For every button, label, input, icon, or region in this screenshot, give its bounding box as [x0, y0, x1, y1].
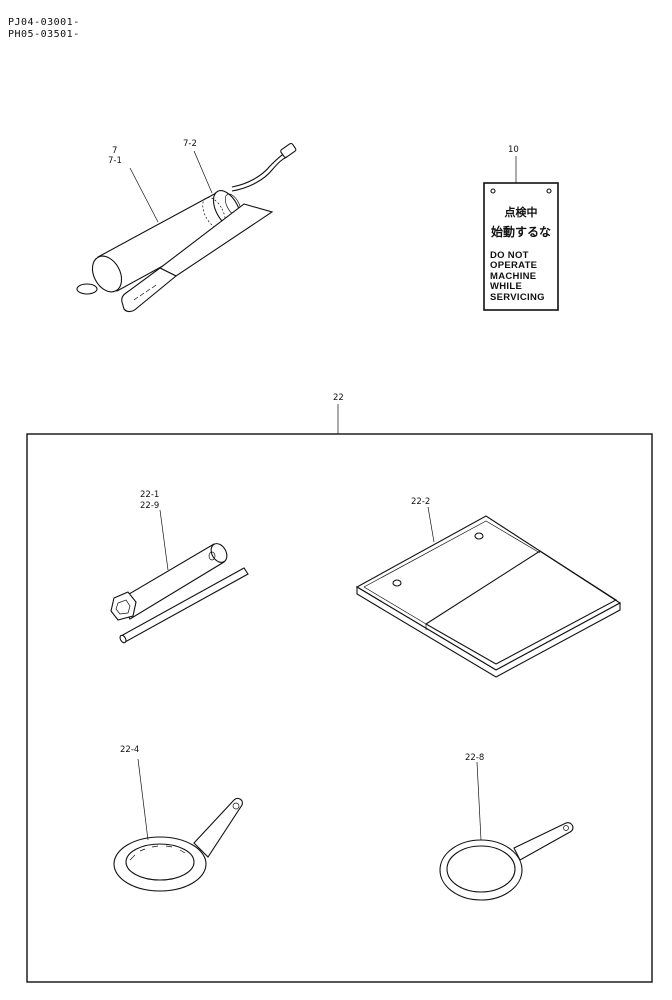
bag-grommet-right-icon: [474, 532, 484, 540]
callout-22-9: 22-9: [140, 501, 159, 511]
spanner-small[interactable]: [439, 761, 574, 901]
bag-grommet-left-icon: [392, 579, 402, 587]
tag-en-line-4: WHILE: [490, 281, 522, 292]
tag-en-line-5: SERVICING: [490, 292, 545, 303]
spanner-large[interactable]: [113, 758, 243, 892]
callout-10: 10: [508, 145, 519, 155]
serial-range-2: PH05-03501-: [8, 29, 80, 40]
callout-22-4: 22-4: [120, 745, 139, 755]
serial-range-1: PJ04-03001-: [8, 17, 80, 28]
grease-gun[interactable]: [76, 142, 297, 313]
callout-22-8: 22-8: [465, 753, 484, 763]
tag-hole-right-icon: [546, 188, 552, 194]
tag-hole-left-icon: [490, 188, 496, 194]
warning-tag[interactable]: 点検中 始動するな DO NOT OPERATE MACHINE WHILE S…: [483, 182, 559, 311]
tag-jp-line-2: 始動するな: [491, 224, 551, 239]
callout-7-2: 7-2: [183, 139, 197, 149]
box-wrench[interactable]: [110, 509, 249, 644]
tag-en-line-1: DO NOT: [490, 250, 529, 261]
tag-en-line-2: OPERATE: [490, 260, 537, 271]
tag-jp-line-1: 点検中: [505, 205, 538, 219]
tag-en-line-3: MACHINE: [490, 271, 536, 282]
callout-22-1: 22-1: [140, 490, 159, 500]
callout-22: 22: [333, 393, 344, 403]
tool-bag[interactable]: [355, 506, 622, 678]
callout-22-2: 22-2: [411, 497, 430, 507]
callout-7-1: 7-1: [108, 156, 122, 166]
tool-kit-frame: [26, 433, 653, 983]
callout-7: 7: [112, 146, 117, 156]
